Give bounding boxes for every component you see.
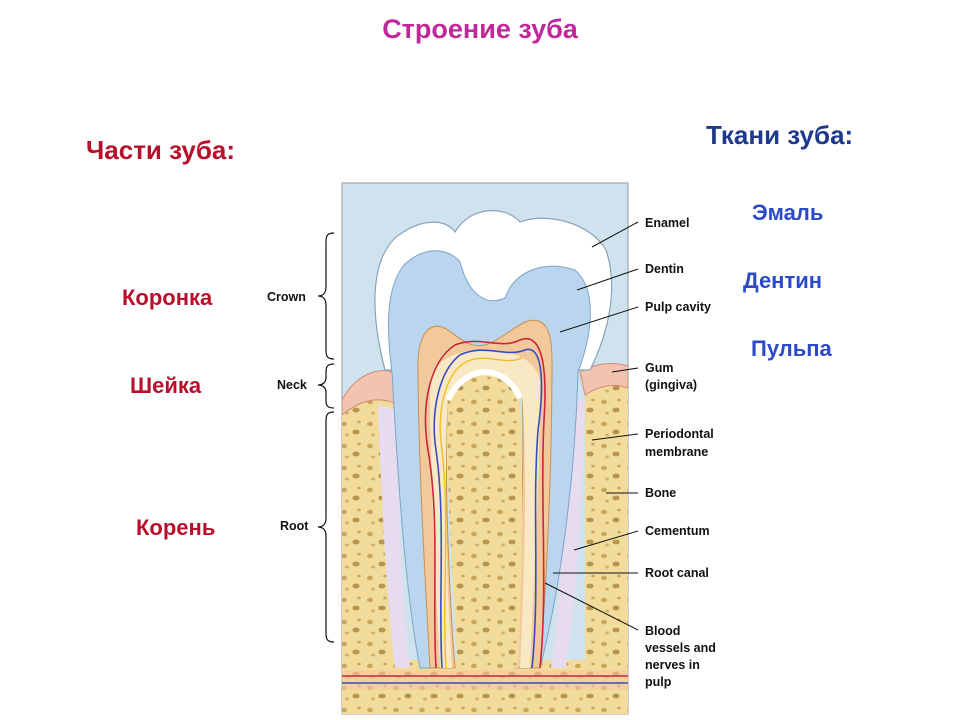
vessels-label-1: Blood	[645, 624, 680, 638]
membrane-label: membrane	[645, 445, 708, 459]
vessels-label-4: pulp	[645, 675, 672, 689]
tissue-dentin-label: Дентин	[743, 268, 823, 293]
part-crown-label: Коронка	[122, 285, 213, 310]
nerve-yellow	[439, 357, 523, 669]
part-brackets	[317, 232, 335, 643]
vessels-label-2: vessels and	[645, 641, 716, 655]
tissues-heading: Ткани зуба:	[706, 120, 854, 150]
tissue-pulp-label: Пульпа	[751, 336, 832, 361]
dentin-label: Dentin	[645, 262, 684, 276]
crown-bracket-label: Crown	[267, 290, 306, 304]
gum-label: Gum	[645, 361, 673, 375]
periodontal-right	[551, 398, 585, 668]
periodontal-label: Periodontal	[645, 427, 714, 441]
blood-vessel-red	[424, 337, 546, 669]
blood-vessel-blue	[433, 348, 543, 669]
cementum-label: Cementum	[645, 524, 710, 538]
parts-heading: Части зуба:	[86, 135, 236, 165]
enamel-label: Enamel	[645, 216, 689, 230]
page-title: Строение зуба	[382, 14, 578, 44]
gingiva-label: (gingiva)	[645, 378, 697, 392]
bone-right	[585, 385, 628, 714]
periodontal-left	[378, 405, 410, 668]
tissue-enamel-label: Эмаль	[752, 200, 824, 225]
pulp-cavity-label: Pulp cavity	[645, 300, 711, 314]
root-canal-label: Root canal	[645, 566, 709, 580]
bone-label: Bone	[645, 486, 676, 500]
vessels-label-3: nerves in	[645, 658, 700, 672]
bone-between-roots	[447, 372, 523, 668]
neck-bracket-label: Neck	[277, 378, 307, 392]
part-neck-label: Шейка	[130, 373, 202, 398]
leader-lines	[544, 221, 639, 631]
root-bracket-label: Root	[280, 519, 309, 533]
part-root-label: Корень	[136, 515, 216, 540]
